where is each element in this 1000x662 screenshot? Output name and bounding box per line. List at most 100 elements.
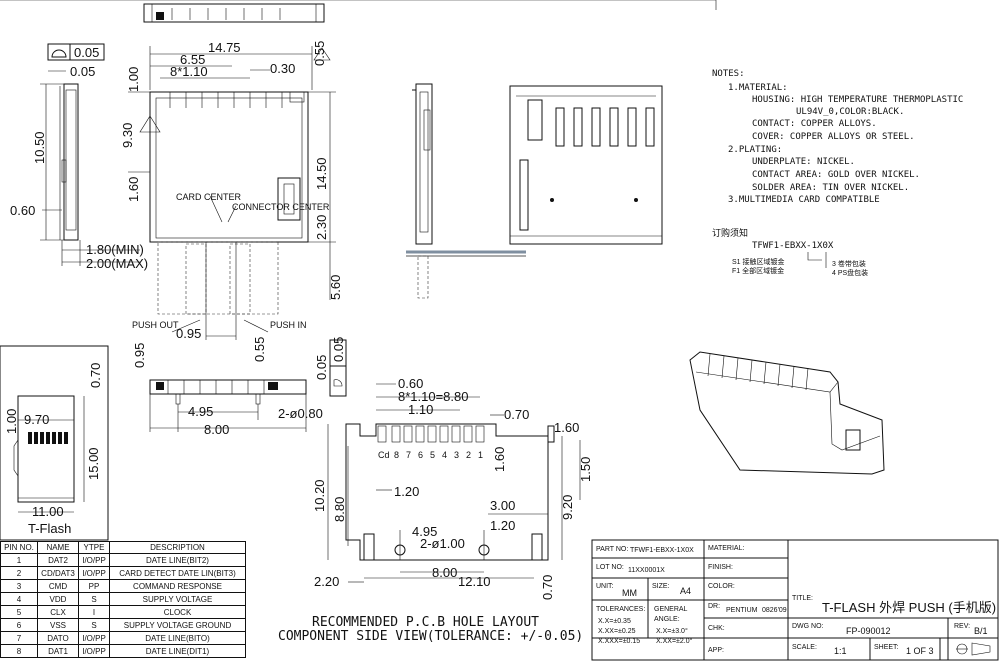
pcb-caption-1: RECOMMENDED P.C.B HOLE LAYOUT xyxy=(312,615,539,630)
pcb-dim-880: 8.80 xyxy=(332,497,347,522)
top-dim-8x110: 8*1.10 xyxy=(170,64,208,79)
order-o4: 4 PS盘包装 xyxy=(832,268,868,277)
notes-heading: NOTES: xyxy=(712,69,745,79)
col-header: NAME xyxy=(37,541,79,554)
title-block: PART NO: TFWF1-EBXX-1X0X MATERIAL: LOT N… xyxy=(591,539,999,661)
flatness-box xyxy=(47,43,105,61)
pin-label: 7 xyxy=(406,450,411,460)
tb-scale-label: SCALE: xyxy=(792,644,817,651)
note-line: 2.PLATING: xyxy=(728,145,782,155)
order-f1: F1 全部区域镀金 xyxy=(732,266,784,275)
front-dim-095: 0.95 xyxy=(132,343,147,368)
tb-lot: 11XX0001X xyxy=(628,567,665,574)
tflash-dim-1100: 11.00 xyxy=(32,504,64,519)
side-view: 0.05 0.05 10.50 0.60 1.80(MIN) 2.00(MAX) xyxy=(10,43,148,271)
top-dim-100: 1.00 xyxy=(126,67,141,92)
tb-unit-label: UNIT: xyxy=(596,583,614,590)
table-cell: 2 xyxy=(0,566,38,580)
tb-tol-label: TOLERANCES: xyxy=(596,606,645,613)
pcb-dim-920: 9.20 xyxy=(560,495,575,520)
tb-rev-label: REV: xyxy=(954,623,970,630)
col-header: PIN NO. xyxy=(0,541,38,554)
tflash-dim-1500: 15.00 xyxy=(86,447,101,480)
tflash-card xyxy=(17,395,75,503)
col-header: YTPE xyxy=(78,541,110,554)
tb-chk-label: CHK: xyxy=(708,625,725,632)
note-line: SOLDER AREA: TIN OVER NICKEL. xyxy=(752,183,909,193)
side-dim-005: 0.05 xyxy=(70,64,95,79)
table-cell: SUPPLY VOLTAGE xyxy=(109,592,246,606)
pcb-dim-120a: 1.20 xyxy=(394,484,419,499)
front-dim-495: 4.95 xyxy=(188,404,213,419)
table-cell: DAT2 xyxy=(37,553,79,567)
front-dim-080: 2-ø0.80 xyxy=(278,406,323,421)
pcb-dim-070b: 0.70 xyxy=(540,575,555,600)
tb-part-label: PART NO: xyxy=(596,546,628,553)
table-cell: S xyxy=(78,592,110,606)
pcb-dim-100: 2-ø1.00 xyxy=(420,536,465,551)
top-view: 14.75 6.55 8*1.10 0.30 1.00 0.55 9.30 1.… xyxy=(120,3,343,341)
table-cell: I/O/PP xyxy=(78,644,110,658)
top-dim-055: 0.55 xyxy=(312,41,327,66)
front-flatness: 0.05 xyxy=(331,337,346,362)
table-cell: VDD xyxy=(37,592,79,606)
tb-tol1: X.X=±0.35 xyxy=(598,618,631,625)
tb-tol2: X.XX=±0.25 xyxy=(598,628,636,635)
note-line: 3.MULTIMEDIA CARD COMPATIBLE xyxy=(728,195,880,205)
tb-app-label: APP: xyxy=(708,647,724,654)
top-dim-160: 1.60 xyxy=(126,177,141,202)
flatness-icon xyxy=(333,379,343,387)
table-cell: S xyxy=(78,618,110,632)
table-cell: 7 xyxy=(0,631,38,645)
flatness-icon xyxy=(51,49,67,58)
top-dim-095: 0.95 xyxy=(176,326,201,341)
pcb-hole xyxy=(478,544,490,556)
connector-center-label: CONNECTOR CENTER xyxy=(232,202,330,212)
tb-gen-label: GENERAL xyxy=(654,606,688,613)
card-center-label: CARD CENTER xyxy=(176,192,242,202)
tb-size: A4 xyxy=(680,586,691,596)
order-info: 订购须知 TFWF1-EBXX-1X0X S1 接触区域镀金 F1 全部区域镀金… xyxy=(712,227,868,277)
table-cell: PP xyxy=(78,579,110,593)
order-o3: 3 卷带包装 xyxy=(832,259,866,268)
pcb-dim-300: 3.00 xyxy=(490,498,515,513)
tb-finish-label: FINISH: xyxy=(708,564,733,571)
isometric-view xyxy=(689,351,885,475)
tb-dwg: FP-090012 xyxy=(846,626,891,636)
pcb-dim-495: 4.95 xyxy=(412,524,437,539)
pcb-dim-220: 2.20 xyxy=(314,574,339,589)
tb-ang2: X.XX=±2.0° xyxy=(656,637,693,645)
pcb-dim-060: 0.60 xyxy=(398,376,423,391)
pin-label: 8 xyxy=(394,450,399,460)
table-cell: I xyxy=(78,605,110,619)
pcb-hole xyxy=(394,544,406,556)
tflash-card-view: 0.70 9.70 1.00 15.00 11.00 T-Flash xyxy=(0,345,109,541)
pcb-dim-120b: 1.20 xyxy=(490,518,515,533)
top-dim-1475: 14.75 xyxy=(208,40,241,55)
tb-dr-label: DR: xyxy=(708,603,720,610)
note-line: COVER: COPPER ALLOYS OR STEEL. xyxy=(752,132,915,142)
pin-label: 3 xyxy=(454,450,459,460)
note-line: UNDERPLATE: NICKEL. xyxy=(752,157,855,167)
side-dim-min: 1.80(MIN) xyxy=(86,242,144,257)
table-cell: DAT1 xyxy=(37,644,79,658)
order-s1: S1 接触区域镀金 xyxy=(732,257,785,266)
tb-lot-label: LOT NO: xyxy=(596,564,624,571)
note-line: CONTACT AREA: GOLD OVER NICKEL. xyxy=(752,170,920,180)
push-out-label: PUSH OUT xyxy=(132,320,179,330)
pcb-dim-800: 8.00 xyxy=(432,565,457,580)
tb-title-label: TITLE: xyxy=(792,595,813,602)
tb-scale: 1:1 xyxy=(834,646,847,656)
table-cell: 4 xyxy=(0,592,38,606)
pcb-dim-150: 1.50 xyxy=(578,457,593,482)
tb-color-label: COLOR: xyxy=(708,583,735,590)
pcb-layout: 0.60 8*1.10=8.80 1.10 0.70 1.60 Cd 8 7 6… xyxy=(278,376,593,644)
top-dim-560: 5.60 xyxy=(328,275,343,300)
tb-size-label: SIZE: xyxy=(652,583,670,590)
